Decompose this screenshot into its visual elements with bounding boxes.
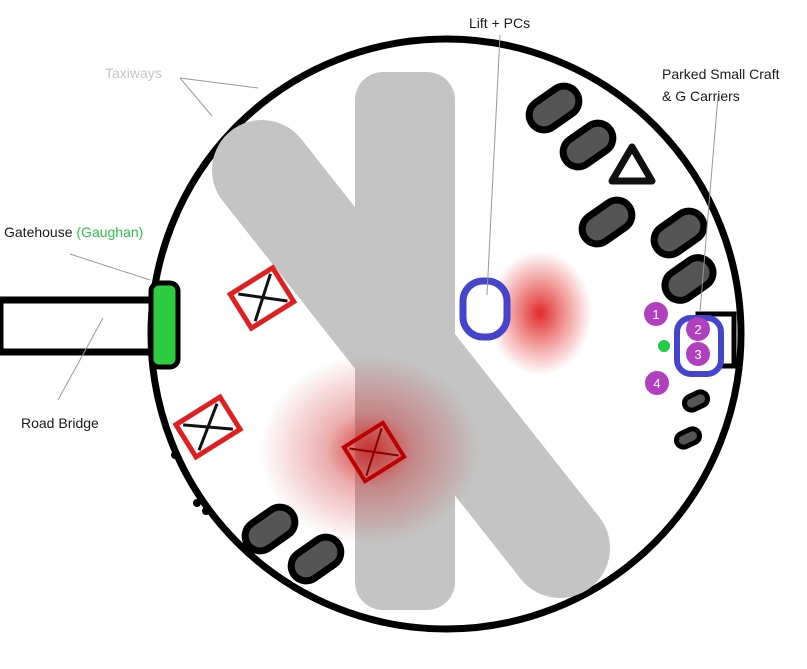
parked-carrier (673, 426, 703, 450)
marker-4-label: 4 (653, 376, 660, 391)
parked-craft (559, 119, 617, 171)
parked-label-line2: & G Carriers (662, 88, 740, 104)
gatehouse-name: (Gaughan) (76, 224, 144, 240)
rim-dot (193, 499, 201, 507)
parked-craft (525, 82, 583, 134)
gatehouse (148, 280, 181, 370)
leader-gatehouse (69, 253, 151, 281)
leader-taxiways (179, 77, 259, 89)
leader-lift (486, 34, 501, 296)
gatehouse-label: Gatehouse (Gaughan) (4, 224, 143, 240)
crossed-box-icon (226, 264, 298, 332)
triangle-icon (608, 143, 656, 185)
rim-dot (171, 451, 179, 459)
leader-parked (699, 95, 719, 313)
gatehouse-label-text: Gatehouse (4, 224, 73, 240)
lift-label: Lift + PCs (469, 15, 531, 31)
rim-dot (202, 507, 210, 515)
parked-craft (578, 196, 636, 248)
parked-carrier (681, 389, 711, 413)
parked-craft (241, 503, 299, 555)
marker-2: 2 (686, 317, 710, 341)
marker-1-label: 1 (652, 307, 659, 322)
road-bridge (0, 296, 156, 356)
taxiways-label: Taxiways (105, 65, 162, 81)
parked-craft (650, 207, 708, 259)
taxiway-diagonal (212, 120, 610, 598)
road-bridge-label: Road Bridge (21, 415, 99, 431)
marker-4: 4 (645, 371, 669, 395)
marker-3: 3 (686, 342, 710, 366)
green-dot (658, 340, 670, 352)
marker-3-label: 3 (694, 347, 701, 362)
heat-zone-lift (488, 251, 592, 375)
leader-taxiways (179, 77, 213, 117)
marker-1: 1 (644, 302, 668, 326)
parked-craft (661, 254, 717, 304)
lift-icon (459, 277, 511, 341)
crossed-box-icon (341, 420, 407, 484)
parked-label-line1: Parked Small Craft (662, 66, 780, 82)
heat-zone-center (260, 355, 480, 545)
parked-craft (287, 533, 345, 585)
marker-2-label: 2 (694, 322, 701, 337)
crossed-box-icon (172, 393, 244, 461)
leader-road-bridge (57, 317, 104, 401)
